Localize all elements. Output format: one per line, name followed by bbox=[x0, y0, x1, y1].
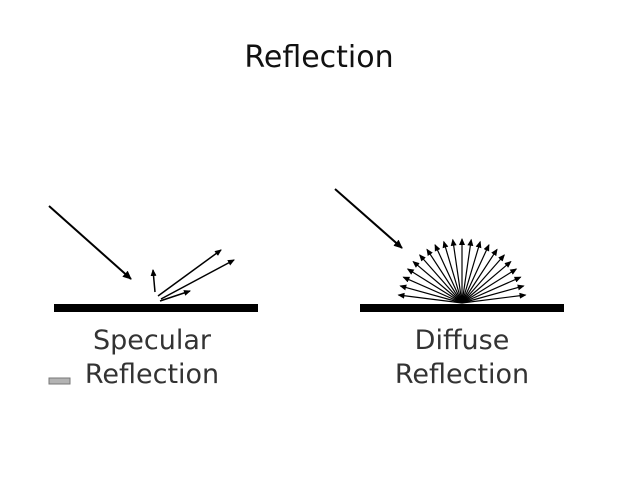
diffuse-reflected-ray bbox=[461, 260, 512, 304]
diffuse-reflected-ray bbox=[461, 292, 527, 304]
specular-reflected-ray bbox=[157, 249, 222, 297]
diffuse-reflected-ray bbox=[461, 243, 490, 304]
diffuse-reflected-ray bbox=[402, 276, 463, 304]
diffuse-reflection-group: Diffuse Reflection bbox=[334, 188, 564, 390]
specular-reflection-group: Specular Reflection bbox=[48, 205, 258, 390]
specular-surface bbox=[54, 304, 258, 312]
diffuse-reflected-ray bbox=[461, 254, 505, 304]
specular-caption-line1: Specular bbox=[93, 325, 212, 356]
diffuse-reflected-ray bbox=[442, 240, 463, 304]
diffuse-reflected-ray bbox=[434, 243, 463, 304]
diffuse-reflected-ray bbox=[406, 268, 463, 304]
diffuse-reflected-ray bbox=[461, 238, 474, 304]
diffuse-reflected-rays bbox=[397, 238, 527, 304]
diffuse-reflected-ray bbox=[426, 248, 463, 304]
diffuse-incident-ray bbox=[334, 188, 403, 249]
diffuse-caption-line2: Reflection bbox=[395, 359, 529, 390]
diffuse-reflected-ray bbox=[450, 238, 463, 304]
specular-reflected-ray bbox=[159, 290, 191, 302]
diffuse-reflected-ray bbox=[399, 284, 463, 304]
diffuse-reflected-ray bbox=[461, 248, 498, 304]
diffuse-caption-line1: Diffuse bbox=[415, 325, 510, 356]
diffuse-reflected-ray bbox=[461, 268, 518, 304]
diffuse-reflected-ray bbox=[461, 284, 525, 304]
specular-reflected-ray bbox=[160, 259, 235, 300]
diffuse-reflected-ray bbox=[461, 240, 482, 304]
slide-marker bbox=[48, 377, 71, 385]
diffuse-reflected-ray bbox=[419, 254, 463, 304]
diffuse-reflected-ray bbox=[412, 260, 463, 304]
diffuse-surface bbox=[360, 304, 564, 312]
diffuse-reflected-ray bbox=[397, 292, 463, 304]
specular-caption-line2: Reflection bbox=[85, 359, 219, 390]
specular-reflected-ray bbox=[150, 269, 157, 293]
diffuse-reflected-ray bbox=[461, 276, 522, 304]
specular-incident-ray bbox=[48, 205, 132, 280]
slide-title: Reflection bbox=[244, 40, 394, 75]
